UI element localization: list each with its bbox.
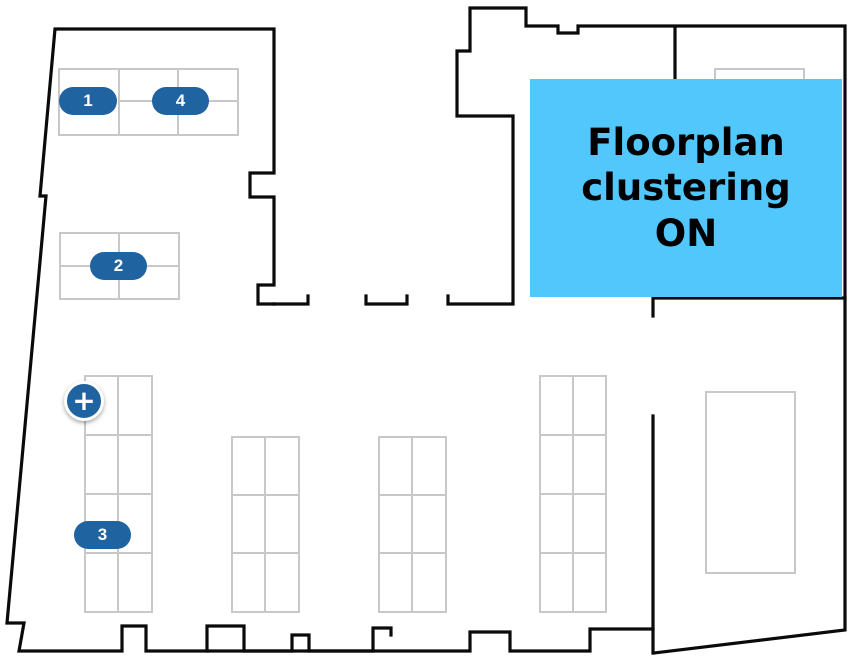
plus-icon: + [72,384,96,417]
banner-line-3: ON [654,211,718,255]
conference-table [705,391,796,574]
walls [5,6,847,655]
desk-group-col-3 [378,436,447,613]
cluster-marker-3[interactable]: 3 [74,521,131,549]
desk-group-col-2 [231,436,300,613]
banner-line-2: clustering [581,166,791,210]
cluster-marker-2[interactable]: 2 [90,252,147,280]
clustering-status-banner: Floorplan clustering ON [530,79,842,297]
cluster-count: 4 [175,91,186,110]
cluster-count: 3 [97,525,108,544]
add-marker-button[interactable]: + [64,381,104,421]
cluster-marker-4[interactable]: 4 [152,87,209,115]
cluster-count: 2 [113,256,124,275]
cluster-count: 1 [83,91,93,110]
cluster-marker-1[interactable]: 1 [59,87,117,115]
banner-line-1: Floorplan [587,121,785,165]
desk-group-col-4 [539,375,607,613]
